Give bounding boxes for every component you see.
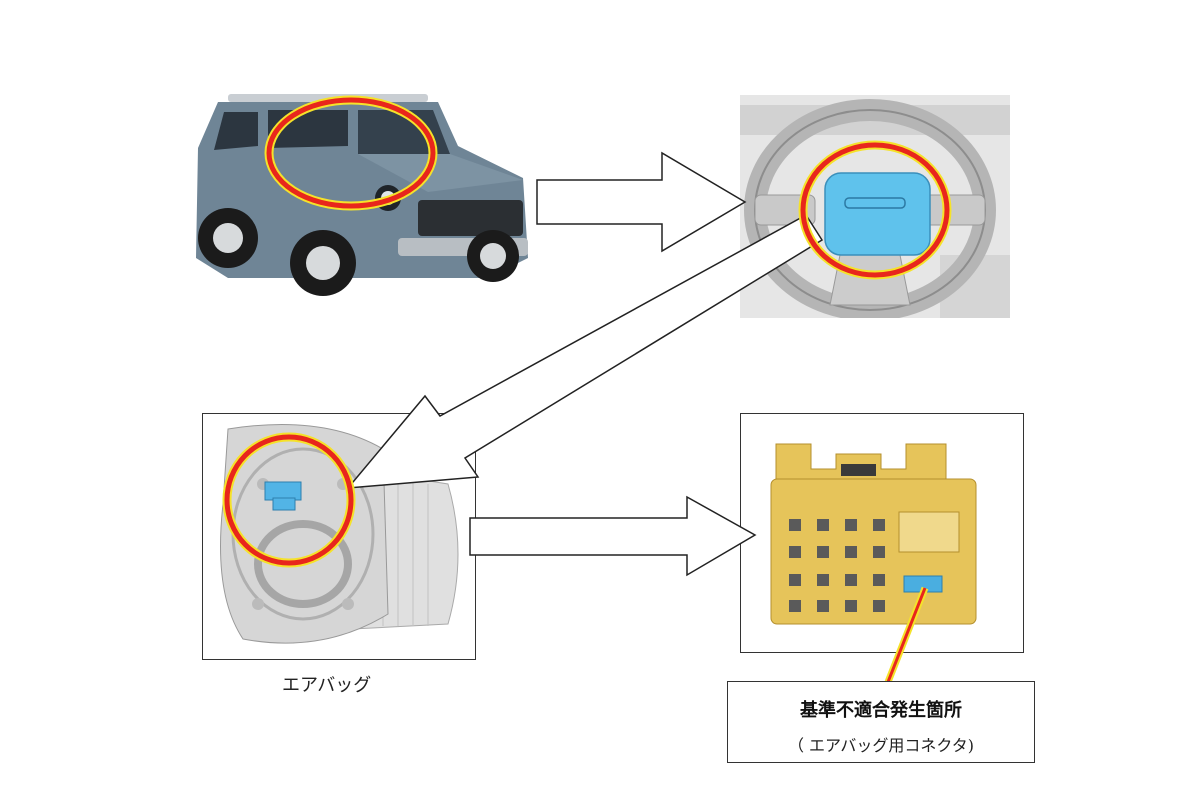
airbag-caption: エアバッグ xyxy=(282,671,371,697)
arrow-right-top xyxy=(537,153,745,251)
callout-box: 基準不適合発生箇所 （ エアバッグ用コネクタ) xyxy=(727,681,1035,763)
connector-image xyxy=(740,413,1024,653)
callout-title: 基準不適合発生箇所 xyxy=(728,696,1034,722)
steering-wheel-image xyxy=(740,95,1010,318)
arrow-right-bottom xyxy=(470,497,755,575)
vehicle-image xyxy=(188,88,533,306)
callout-subtitle: （ エアバッグ用コネクタ) xyxy=(728,732,1034,756)
airbag-module-image xyxy=(202,413,476,660)
